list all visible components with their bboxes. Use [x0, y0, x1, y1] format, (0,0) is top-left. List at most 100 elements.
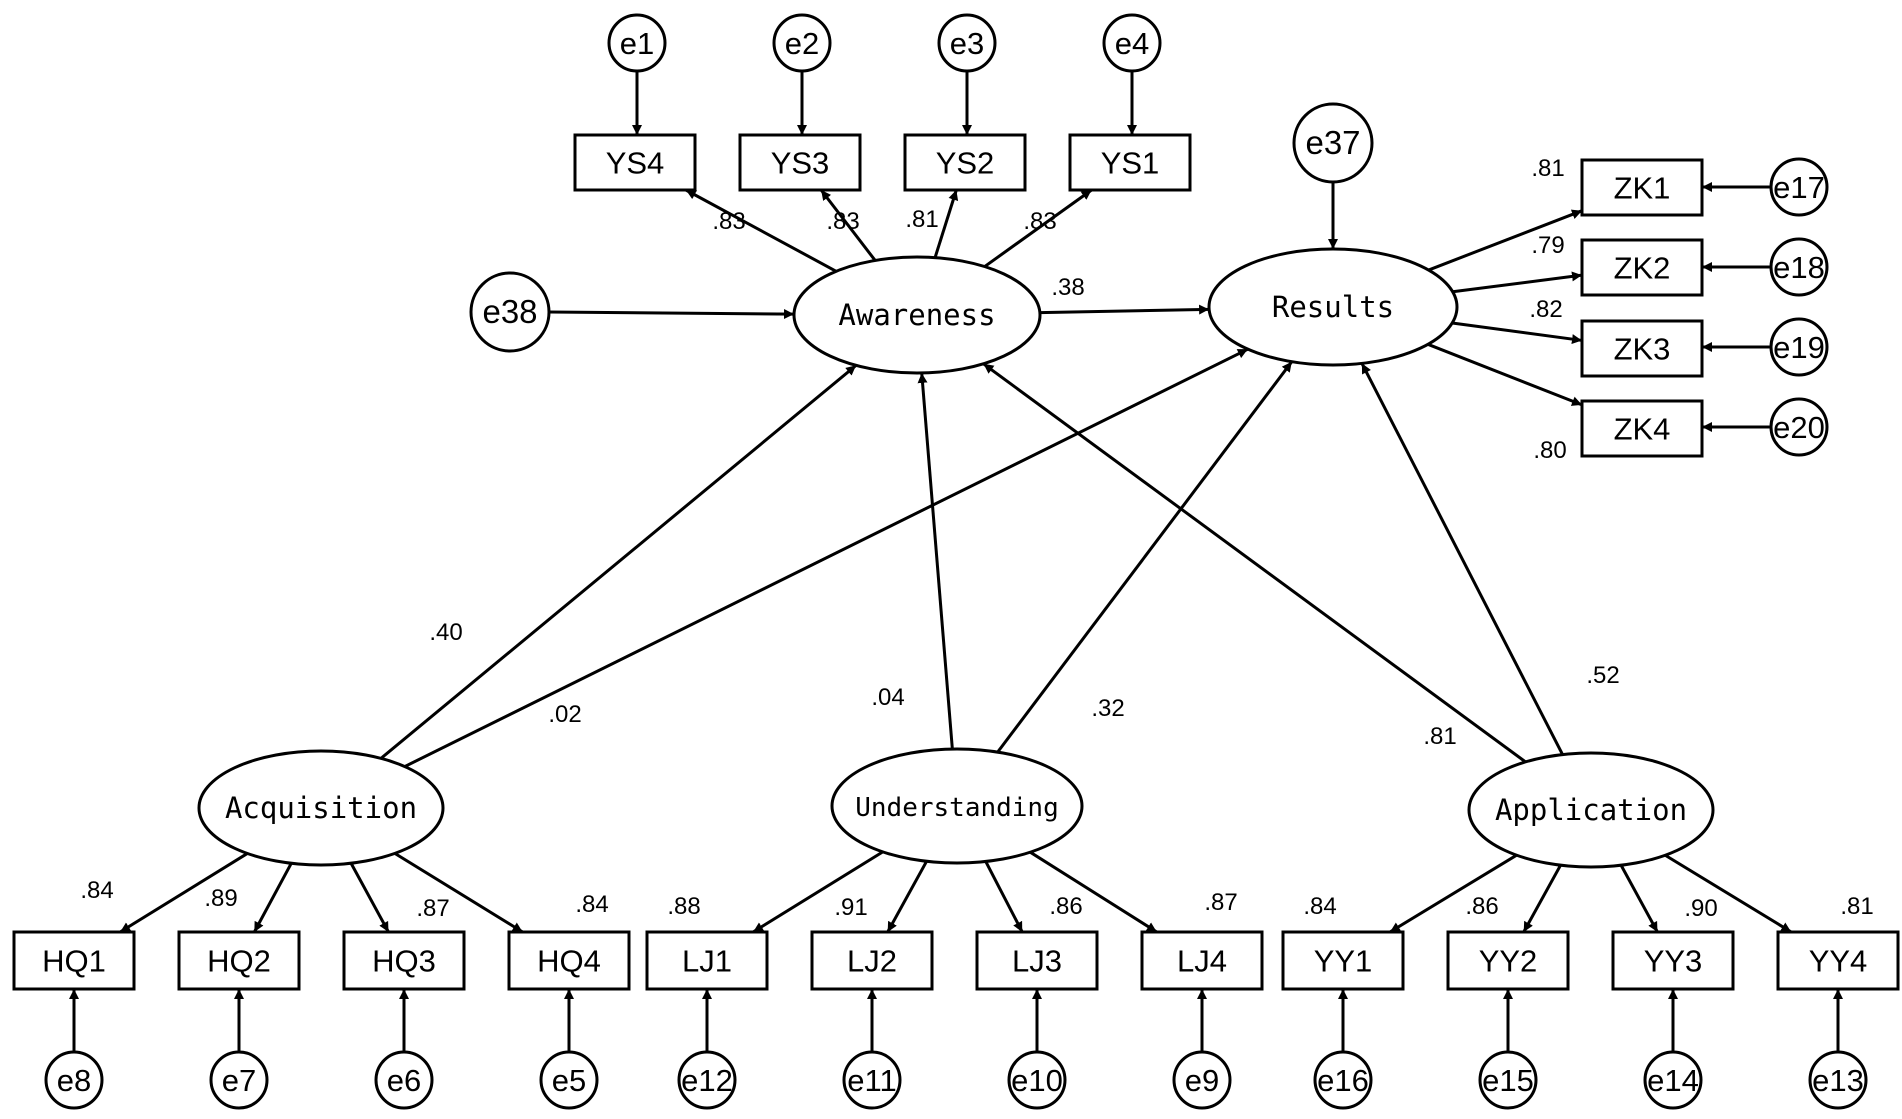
coef-loading-yy1: .84	[1303, 893, 1336, 920]
path-understanding-results	[996, 360, 1293, 753]
indicator-zk3-label: ZK3	[1614, 332, 1671, 367]
loading-ys3	[819, 189, 877, 262]
indicator-lj4-box	[1140, 930, 1264, 991]
latent-awareness: Awareness	[792, 255, 1042, 375]
error-e12-label: e12	[681, 1063, 733, 1098]
indicator-zk4-label: ZK4	[1614, 412, 1671, 447]
loading-lj4	[1029, 850, 1158, 934]
indicator-hq4-label: HQ4	[537, 944, 601, 979]
error-e3-label: e3	[950, 26, 984, 61]
indicator-lj1: LJ1	[645, 930, 769, 991]
coef-loading-ys1: .83	[1023, 208, 1056, 235]
latent-results-label: Results	[1272, 290, 1394, 324]
error-e19: e19	[1769, 317, 1829, 377]
error-e9: e9	[1172, 1050, 1232, 1110]
loading-yy4	[1664, 853, 1793, 934]
coef-acquisition-results: .02	[548, 701, 581, 728]
loading-yy3	[1619, 864, 1659, 933]
indicator-hq4-box	[507, 930, 631, 991]
path-awareness-results	[1039, 304, 1210, 315]
coef-loading-hq2: .89	[204, 885, 237, 912]
indicator-yy3-box	[1611, 930, 1735, 991]
indicator-lj3-label: LJ3	[1012, 944, 1062, 979]
error-e4: e4	[1102, 13, 1162, 73]
error-e11-circle	[842, 1050, 902, 1110]
error-e8-label: e8	[57, 1063, 91, 1098]
indicator-zk2: ZK2	[1580, 238, 1704, 297]
path-application-results	[1360, 362, 1564, 756]
error-e7-label: e7	[222, 1063, 256, 1098]
indicator-ys4-label: YS4	[606, 146, 665, 181]
indicator-lj3: LJ3	[975, 930, 1099, 991]
error-e13-label: e13	[1812, 1063, 1864, 1098]
loading-lj3	[984, 860, 1024, 933]
indicator-zk2-label: ZK2	[1614, 251, 1671, 286]
coef-loading-lj3: .86	[1049, 893, 1082, 920]
coef-loading-ys3: .83	[826, 208, 859, 235]
coef-loading-hq4: .84	[575, 891, 608, 918]
error-e3-circle	[937, 13, 997, 73]
loading-ys4	[685, 188, 837, 273]
coef-understanding-results: .32	[1091, 695, 1124, 722]
indicator-hq1-label: HQ1	[42, 944, 106, 979]
indicator-lj2: LJ2	[810, 930, 934, 991]
error-e10: e10	[1007, 1050, 1067, 1110]
latent-acquisition: Acquisition	[197, 749, 445, 867]
indicator-zk1-box	[1580, 158, 1704, 217]
indicator-yy1-label: YY1	[1314, 944, 1373, 979]
error-e2-label: e2	[785, 26, 819, 61]
indicator-yy4-label: YY4	[1809, 944, 1868, 979]
error-e19-circle	[1769, 317, 1829, 377]
latent-application: Application	[1467, 751, 1715, 869]
coef-acquisition-awareness: .40	[429, 619, 462, 646]
loading-yy2	[1522, 864, 1562, 933]
error-e14: e14	[1643, 1050, 1703, 1110]
error-e12: e12	[677, 1050, 737, 1110]
error-e4-circle	[1102, 13, 1162, 73]
indicator-yy4-box	[1776, 930, 1900, 991]
error-e16-circle	[1313, 1050, 1373, 1110]
loading-zk4	[1427, 342, 1583, 407]
loading-ys1	[983, 188, 1093, 268]
error-e6-circle	[374, 1050, 434, 1110]
error-e11: e11	[842, 1050, 902, 1110]
error-e17-label: e17	[1773, 170, 1825, 205]
error-e6-label: e6	[387, 1063, 421, 1098]
path-acquisition-results	[404, 347, 1249, 768]
path-understanding-awareness	[917, 372, 954, 750]
error-e9-circle	[1172, 1050, 1232, 1110]
indicator-hq2: HQ2	[177, 930, 301, 991]
error-e12-circle	[677, 1050, 737, 1110]
loading-zk3	[1451, 321, 1583, 345]
loading-hq3	[349, 862, 390, 933]
loading-lj1	[752, 850, 884, 934]
error-e20-circle	[1769, 397, 1829, 457]
error-e16-label: e16	[1317, 1063, 1369, 1098]
indicator-lj3-box	[975, 930, 1099, 991]
coef-loading-lj2: .91	[834, 894, 867, 921]
indicator-hq4: HQ4	[507, 930, 631, 991]
indicator-lj2-label: LJ2	[847, 944, 897, 979]
coef-loading-ys2: .81	[905, 206, 938, 233]
path-acquisition-awareness	[380, 364, 858, 760]
error-e2-circle	[772, 13, 832, 73]
indicator-ys1-label: YS1	[1101, 146, 1160, 181]
indicator-lj2-box	[810, 930, 934, 991]
error-e7: e7	[209, 1050, 269, 1110]
indicator-hq2-label: HQ2	[207, 944, 271, 979]
path-e38-awareness	[548, 309, 795, 320]
indicator-yy1: YY1	[1281, 930, 1405, 991]
coef-application-results: .52	[1586, 662, 1619, 689]
error-e15-circle	[1478, 1050, 1538, 1110]
indicator-yy2: YY2	[1446, 930, 1570, 991]
indicator-yy4: YY4	[1776, 930, 1900, 991]
error-e8: e8	[44, 1050, 104, 1110]
path-application-awareness	[982, 362, 1527, 764]
error-e4-label: e4	[1115, 26, 1149, 61]
error-e15: e15	[1478, 1050, 1538, 1110]
indicator-ys3-box	[738, 133, 862, 192]
indicator-yy3: YY3	[1611, 930, 1735, 991]
indicator-zk1: ZK1	[1580, 158, 1704, 217]
error-e17: e17	[1769, 157, 1829, 217]
error-e38-circle	[469, 271, 551, 353]
